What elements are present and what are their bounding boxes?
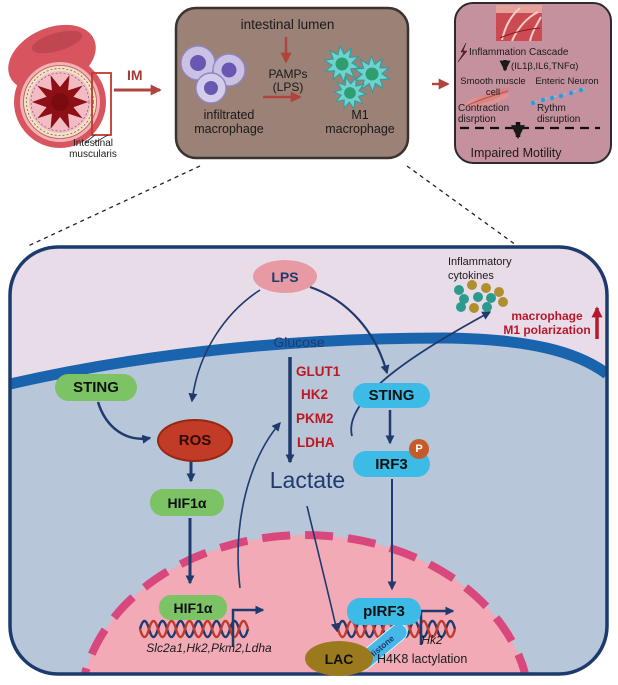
pamps-label: PAMPs (LPS) [268,67,308,95]
enzyme-glut1: GLUT1 [296,364,341,379]
glucose-label: Glucose [273,334,325,350]
enzyme-hk2: HK2 [301,387,329,402]
muscularis-label: Intestinal muscularis [69,138,117,161]
m1-macrophage-label: M1 macrophage [325,108,395,136]
tissue-image [496,5,542,42]
target-genes-label: Slc2a1,Hk2,Pkm2,Ldha [146,641,272,655]
enteric-neuron-label: Enteric Neuron [535,76,599,87]
transcription-arrow-left [231,605,265,647]
lumen-box [174,6,410,160]
lps-to-sting-arrow [309,285,390,375]
interleukins-label: (IL1β,IL6,TNFα) [511,61,579,72]
phospho-badge: P [409,439,429,459]
lps-oval: LPS [253,260,317,293]
lumen-box-title: intestinal lumen [240,17,335,32]
sting-cytosol-pill: STING [353,383,430,408]
lps-to-ros-arrow [188,289,261,403]
lactate-label: Lactate [269,467,346,493]
nucleus-hif1a-to-glycolysis-arrow [237,421,281,589]
m1-polarization-label: macrophage M1 polarization [503,309,591,337]
infiltrated-macrophage-label: infiltrated macrophage [194,108,264,136]
smooth-muscle-icon [465,87,511,107]
cell-membrane [10,332,607,390]
smooth-muscle-label: Smooth muscle cell [460,76,526,98]
contraction-disruption-label: Contraction disrption [458,103,510,126]
muscularis-highlight-box [91,72,112,136]
ros-oval: ROS [157,419,233,462]
hif1a-pill: HIF1α [150,489,224,516]
cascade-box [454,2,612,164]
extracellular-space [10,247,607,384]
cytokine-secretion-arrow [350,311,492,437]
pirf3-pill: pIRF3 [347,598,421,625]
sting-membrane-pill: STING [55,374,137,401]
enzyme-pkm2: PKM2 [296,411,334,426]
infiltrated-macrophage-cells [180,45,246,104]
m1-macrophage-cells [322,44,391,111]
intestine-illustration [8,24,112,148]
enzyme-ldha: LDHA [297,435,335,450]
inflammatory-cytokines-label: Inflammatory cytokines [448,256,512,283]
cytokine-dots [454,280,508,313]
inflammation-cascade-label: Inflammation Cascade [469,47,569,58]
cell-border [8,245,609,676]
irf3-pill: IRF3 [353,451,430,477]
rythm-disruption-label: Rythm disruption [537,103,581,126]
inflammation-bolt-icon [457,42,468,63]
enteric-neuron-icon [529,87,586,106]
lactate-to-lac-arrow [306,505,340,633]
impaired-motility-label: Impaired Motility [470,146,562,160]
lac-oval: LAC [305,641,373,676]
dna-helix-left [138,619,250,639]
transcription-arrow-right [419,606,455,645]
h4k8-lactylation-label: H4K8 lactylation [377,652,468,666]
zoom-connector-right [406,165,517,246]
zoom-connector-left [27,165,201,247]
im-label: IM [127,67,143,83]
nucleus-hif1a-pill: HIF1α [159,595,227,620]
sting-to-ros-arrow [96,401,152,444]
hk2-gene-label: Hk2 [421,633,443,647]
